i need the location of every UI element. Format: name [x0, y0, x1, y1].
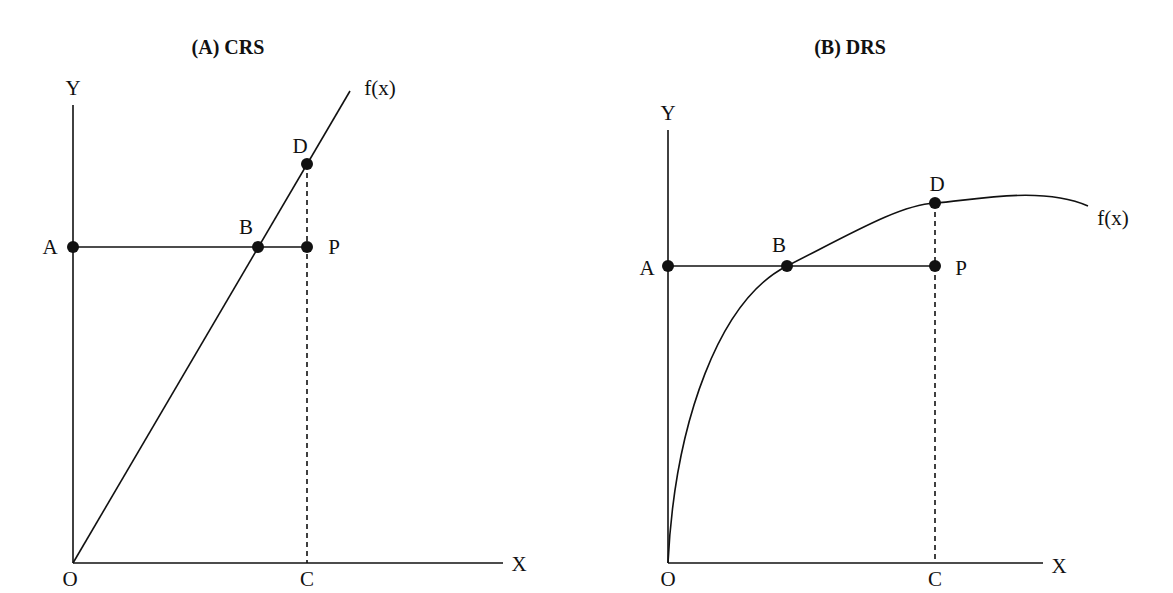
point-label: P — [328, 237, 340, 258]
point-label: Y — [660, 103, 675, 124]
point-label: B — [772, 235, 786, 256]
point-label: A — [42, 237, 57, 258]
point-label: O — [660, 569, 675, 590]
point-label: Y — [65, 78, 80, 99]
point-label: f(x) — [1097, 208, 1128, 229]
point-label: f(x) — [364, 78, 395, 99]
point-label: D — [929, 174, 944, 195]
point-label: O — [62, 569, 77, 590]
panel-title: (A) CRS — [192, 37, 265, 57]
panel-title: (B) DRS — [814, 37, 886, 57]
point-label: P — [955, 258, 967, 279]
point-label: D — [292, 136, 307, 157]
point-label: C — [300, 569, 314, 590]
point-label: A — [639, 258, 654, 279]
point-label: C — [928, 569, 942, 590]
point-label: B — [239, 217, 253, 238]
point-label: X — [511, 554, 526, 575]
point-label: X — [1051, 556, 1066, 577]
